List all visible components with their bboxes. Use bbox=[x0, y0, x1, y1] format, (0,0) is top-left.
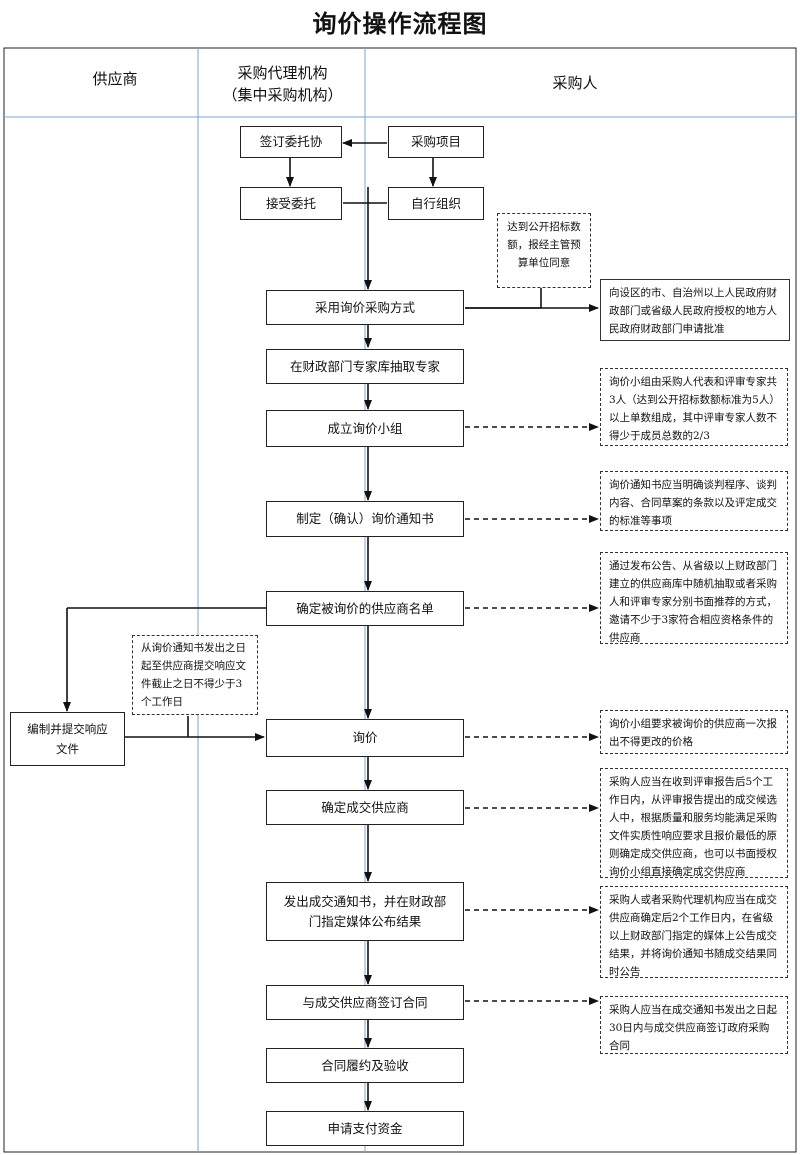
note-response-period: 从询价通知书发出之日起至供应商提交响应文件截止之日不得少于3个工作日 bbox=[132, 635, 258, 715]
note-publish-rule: 采购人或者采购代理机构应当在成交供应商确定后2个工作日内，在省级以上财政部门指定… bbox=[600, 886, 788, 978]
step-perform-contract: 合同履约及验收 bbox=[266, 1048, 464, 1083]
lane-agency-line1: 采购代理机构 bbox=[237, 64, 328, 82]
lane-agency-line2: （集中采购机构） bbox=[222, 86, 343, 104]
note-winner-rule: 采购人应当在收到评审报告后5个工作日内，从评审报告提出的成交候选人中，根据质量和… bbox=[600, 768, 788, 878]
step-purchase-project: 采购项目 bbox=[388, 126, 484, 158]
step-form-group: 成立询价小组 bbox=[266, 410, 464, 447]
note-one-quote: 询价小组要求被询价的供应商一次报出不得更改的价格 bbox=[600, 710, 788, 754]
step-adopt-inquiry: 采用询价采购方式 bbox=[266, 290, 464, 325]
step-make-notice: 制定（确认）询价通知书 bbox=[266, 501, 464, 537]
note-notice-content: 询价通知书应当明确谈判程序、谈判内容、合同草案的条款以及评定成交的标准等事项 bbox=[600, 471, 788, 531]
step-inquiry: 询价 bbox=[266, 719, 464, 757]
note-supplier-selection: 通过发布公告、从省级以上财政部门建立的供应商库中随机抽取或者采购人和评审专家分别… bbox=[600, 552, 788, 644]
step-accept-entrust: 接受委托 bbox=[240, 187, 342, 220]
step-prepare-response: 编制并提交响应文件 bbox=[10, 712, 125, 766]
note-contract-rule: 采购人应当在成交通知书发出之日起30日内与成交供应商签订政府采购合同 bbox=[600, 996, 788, 1054]
step-draw-experts: 在财政部门专家库抽取专家 bbox=[266, 349, 464, 384]
step-issue-notice: 发出成交通知书，并在财政部门指定媒体公布结果 bbox=[266, 882, 464, 941]
step-apply-payment: 申请支付资金 bbox=[266, 1111, 464, 1146]
note-apply-approval: 向设区的市、自治州以上人民政府财政部门或省级人民政府授权的地方人民政府财政部门申… bbox=[600, 279, 790, 341]
step-sign-entrust: 签订委托协 bbox=[240, 126, 342, 158]
lane-agency: 采购代理机构 （集中采购机构） bbox=[205, 62, 360, 106]
note-threshold: 达到公开招标数额，报经主管预算单位同意 bbox=[497, 213, 591, 288]
lane-supplier: 供应商 bbox=[92, 70, 138, 88]
step-determine-winner: 确定成交供应商 bbox=[266, 790, 464, 825]
step-sign-contract: 与成交供应商签订合同 bbox=[266, 985, 464, 1020]
step-self-organize: 自行组织 bbox=[388, 187, 484, 220]
note-group-composition: 询价小组由采购人代表和评审专家共3人（达到公开招标数额标准为5人）以上单数组成，… bbox=[600, 368, 788, 446]
page-title: 询价操作流程图 bbox=[312, 9, 488, 38]
lane-purchaser: 采购人 bbox=[552, 74, 598, 92]
step-determine-suppliers: 确定被询价的供应商名单 bbox=[266, 591, 464, 626]
